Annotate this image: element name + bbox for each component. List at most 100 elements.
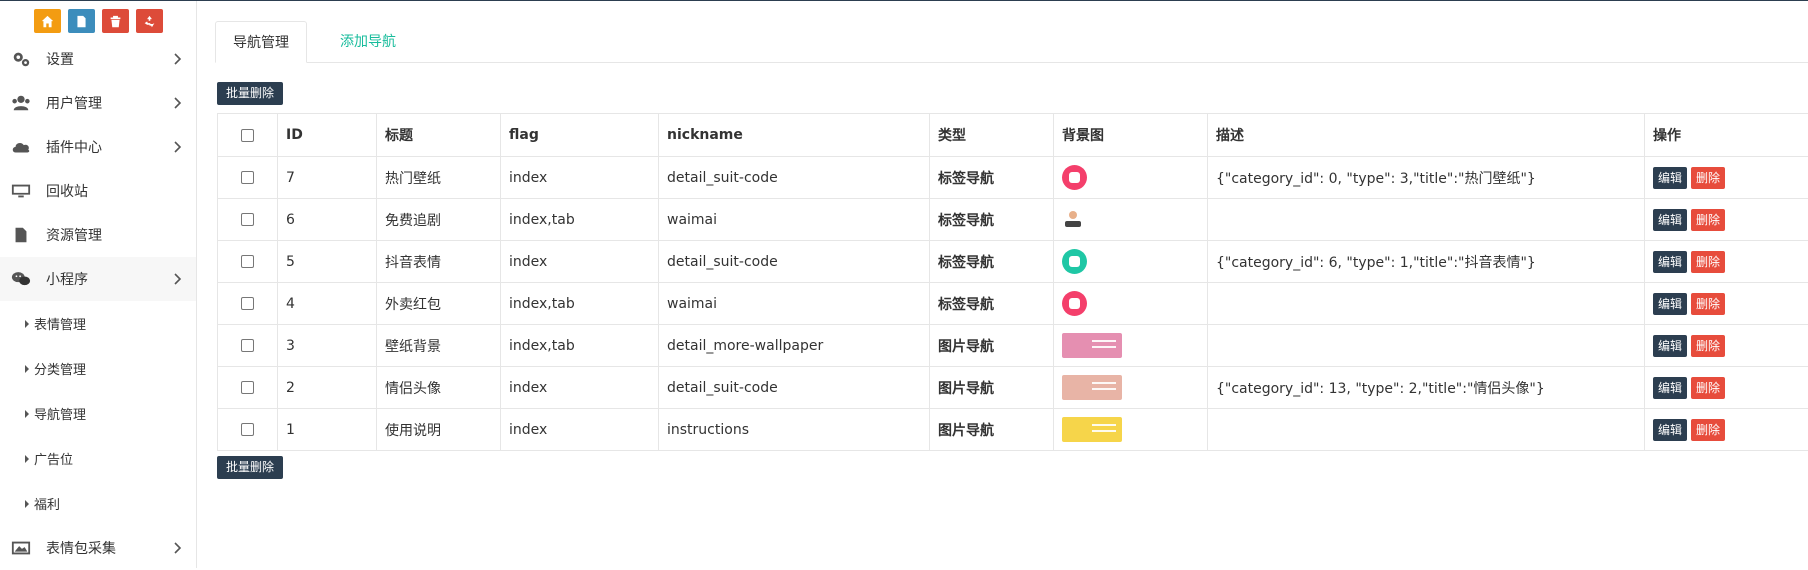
edit-button[interactable]: 编辑 xyxy=(1653,335,1687,357)
row-checkbox[interactable] xyxy=(241,423,254,436)
caret-right-icon xyxy=(25,500,29,508)
cell-type: 图片导航 xyxy=(930,367,1054,409)
sidebar-item-plugins[interactable]: 插件中心 xyxy=(0,125,196,169)
sidebar-item-emoji-collect[interactable]: 表情包采集 xyxy=(0,526,196,570)
home-icon xyxy=(41,15,54,28)
background-thumbnail[interactable] xyxy=(1062,375,1122,400)
background-thumbnail[interactable] xyxy=(1062,291,1087,316)
background-thumbnail[interactable] xyxy=(1062,333,1122,358)
background-thumbnail[interactable] xyxy=(1062,209,1084,231)
cell-flag: index,tab xyxy=(501,283,659,325)
cell-nickname: waimai xyxy=(659,199,930,241)
cell-id: 6 xyxy=(278,199,377,241)
column-header-nickname: nickname xyxy=(659,114,930,157)
delete-button[interactable]: 删除 xyxy=(1691,419,1725,441)
sidebar-item-resources[interactable]: 资源管理 xyxy=(0,213,196,257)
cell-flag: index,tab xyxy=(501,199,659,241)
delete-button[interactable]: 删除 xyxy=(1691,167,1725,189)
tab-add-nav[interactable]: 添加导航 xyxy=(323,21,413,63)
row-checkbox[interactable] xyxy=(241,171,254,184)
edit-button[interactable]: 编辑 xyxy=(1653,419,1687,441)
cell-flag: index xyxy=(501,241,659,283)
cell-flag: index xyxy=(501,409,659,451)
edit-button[interactable]: 编辑 xyxy=(1653,251,1687,273)
caret-right-icon xyxy=(25,410,29,418)
sidebar-subitem-welfare[interactable]: 福利 xyxy=(0,481,196,526)
cell-flag: index,tab xyxy=(501,325,659,367)
edit-button[interactable]: 编辑 xyxy=(1653,293,1687,315)
tab-nav-management[interactable]: 导航管理 xyxy=(215,21,307,63)
cell-type: 标签导航 xyxy=(930,283,1054,325)
recycle-button[interactable] xyxy=(136,9,163,33)
background-thumbnail[interactable] xyxy=(1062,417,1122,442)
sidebar-subitem-category[interactable]: 分类管理 xyxy=(0,346,196,391)
cell-id: 5 xyxy=(278,241,377,283)
row-checkbox[interactable] xyxy=(241,255,254,268)
file-icon xyxy=(10,225,32,245)
home-button[interactable] xyxy=(34,9,61,33)
sidebar-item-users[interactable]: 用户管理 xyxy=(0,81,196,125)
cell-flag: index xyxy=(501,157,659,199)
sidebar-item-miniprogram[interactable]: 小程序 xyxy=(0,257,196,301)
delete-button[interactable]: 删除 xyxy=(1691,377,1725,399)
main-content: 导航管理 添加导航 批量删除 ID 标题 flag nickname 类型 背景… xyxy=(215,1,1808,568)
sidebar-subitem-label: 广告位 xyxy=(34,449,73,468)
delete-button[interactable]: 删除 xyxy=(1691,251,1725,273)
bulk-delete-button-bottom[interactable]: 批量删除 xyxy=(217,456,283,479)
cell-type: 标签导航 xyxy=(930,157,1054,199)
delete-button[interactable]: 删除 xyxy=(1691,335,1725,357)
delete-button[interactable]: 删除 xyxy=(1691,293,1725,315)
cell-type: 标签导航 xyxy=(930,241,1054,283)
cell-type: 标签导航 xyxy=(930,199,1054,241)
row-checkbox[interactable] xyxy=(241,297,254,310)
sidebar-subitem-navigation[interactable]: 导航管理 xyxy=(0,391,196,436)
row-checkbox[interactable] xyxy=(241,339,254,352)
cell-description: {"category_id": 13, "type": 2,"title":"情… xyxy=(1208,367,1645,409)
row-select-cell xyxy=(218,367,278,409)
edit-button[interactable]: 编辑 xyxy=(1653,209,1687,231)
row-checkbox[interactable] xyxy=(241,213,254,226)
column-header-background: 背景图 xyxy=(1054,114,1208,157)
sidebar-subitem-emoji[interactable]: 表情管理 xyxy=(0,301,196,346)
cell-background xyxy=(1054,199,1208,241)
trash-button[interactable] xyxy=(102,9,129,33)
sidebar-item-label: 表情包采集 xyxy=(46,538,116,558)
cell-description xyxy=(1208,283,1645,325)
row-select-cell xyxy=(218,409,278,451)
cell-actions: 编辑删除 xyxy=(1645,199,1808,241)
cell-background xyxy=(1054,325,1208,367)
sidebar-item-label: 小程序 xyxy=(46,269,88,289)
tab-bar: 导航管理 添加导航 xyxy=(215,21,1808,63)
cell-title: 情侣头像 xyxy=(377,367,501,409)
cloud-icon xyxy=(10,137,32,157)
sidebar-item-label: 设置 xyxy=(46,49,74,69)
table-header-row: ID 标题 flag nickname 类型 背景图 描述 操作 xyxy=(218,114,1808,157)
background-thumbnail[interactable] xyxy=(1062,165,1087,190)
cell-actions: 编辑删除 xyxy=(1645,283,1808,325)
edit-button[interactable]: 编辑 xyxy=(1653,377,1687,399)
cell-id: 2 xyxy=(278,367,377,409)
bulk-delete-button[interactable]: 批量删除 xyxy=(217,82,283,105)
chevron-right-icon xyxy=(173,52,182,66)
edit-button[interactable]: 编辑 xyxy=(1653,167,1687,189)
sidebar-subitem-ads[interactable]: 广告位 xyxy=(0,436,196,481)
cell-description xyxy=(1208,409,1645,451)
sidebar-item-recycle-bin[interactable]: 回收站 xyxy=(0,169,196,213)
cell-nickname: detail_suit-code xyxy=(659,157,930,199)
cell-id: 1 xyxy=(278,409,377,451)
delete-button[interactable]: 删除 xyxy=(1691,209,1725,231)
select-all-checkbox[interactable] xyxy=(241,129,254,142)
row-checkbox[interactable] xyxy=(241,381,254,394)
cell-background xyxy=(1054,241,1208,283)
background-thumbnail[interactable] xyxy=(1062,249,1087,274)
cell-background xyxy=(1054,409,1208,451)
caret-right-icon xyxy=(25,455,29,463)
sidebar: 设置 用户管理 插件中心 回收站 资源管理 小程序 表情管 xyxy=(0,1,197,568)
sidebar-item-settings[interactable]: 设置 xyxy=(0,37,196,81)
file-button[interactable] xyxy=(68,9,95,33)
